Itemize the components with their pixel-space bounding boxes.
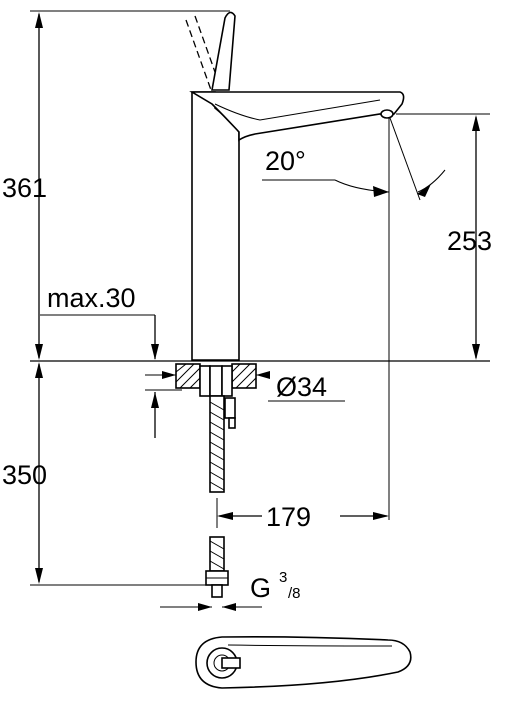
spout [189, 91, 405, 142]
label-below-counter: 350 [2, 460, 47, 490]
aerator [380, 109, 394, 119]
label-total-height: 361 [2, 173, 47, 203]
label-thread-base: G [250, 573, 271, 603]
mounting-section [145, 363, 270, 429]
label-hole-diameter: Ø34 [276, 372, 327, 402]
spout-inner-line [214, 99, 381, 121]
lever-handle [211, 11, 236, 91]
dim-below-counter: 350 [2, 362, 206, 586]
dim-total-height: 361 [2, 10, 230, 360]
label-spout-height: 253 [447, 226, 492, 256]
dim-max-thickness: max.30 [40, 283, 182, 438]
supply-hose [205, 395, 229, 598]
top-view-outline [195, 636, 412, 689]
faucet-body [185, 11, 405, 361]
dim-angle: 20° [262, 117, 446, 520]
dim-projection: 179 [216, 498, 389, 532]
label-thread-numerator: 3 [279, 569, 287, 586]
label-thread-denominator: /8 [288, 585, 301, 602]
dim-hole-diameter: Ø34 [268, 372, 345, 402]
label-angle: 20° [265, 146, 306, 176]
dim-thread: G 3 /8 [160, 569, 301, 611]
label-max-thickness: max.30 [47, 283, 136, 313]
dim-spout-height: 253 [396, 113, 492, 360]
label-projection: 179 [266, 502, 311, 532]
body-column [191, 91, 240, 361]
top-view [195, 636, 412, 689]
